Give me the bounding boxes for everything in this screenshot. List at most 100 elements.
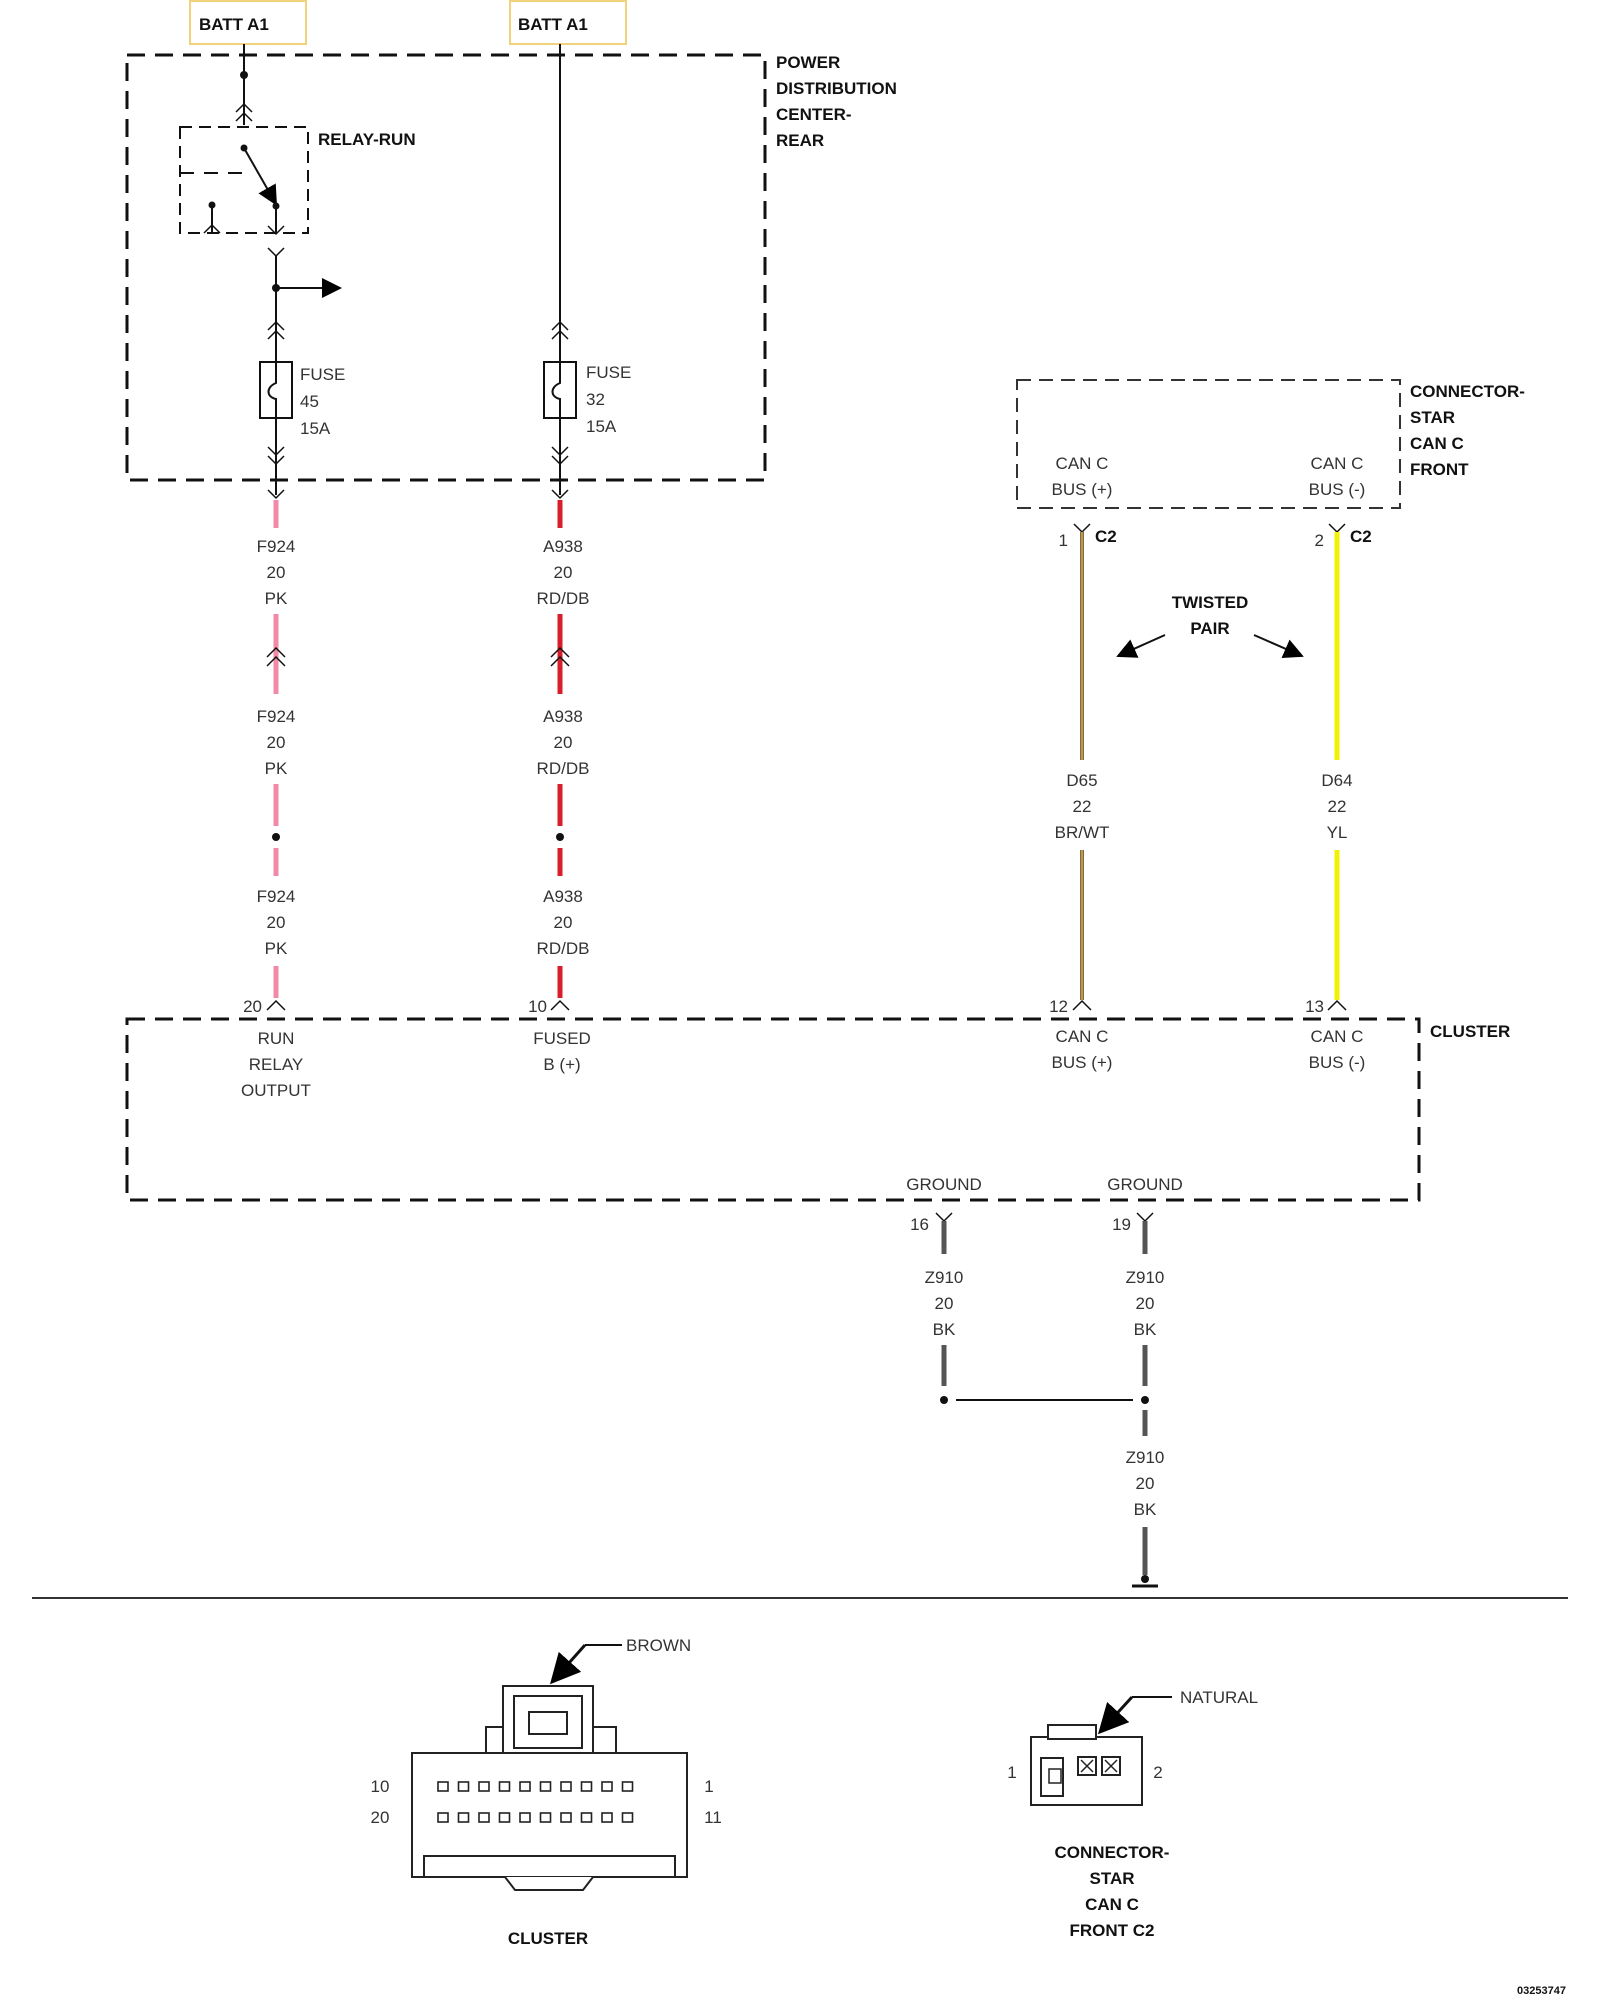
f924-circuit-2: F924 xyxy=(257,707,296,726)
star-conn-name-1: CONNECTOR- xyxy=(1055,1843,1170,1862)
a938-color-3: RD/DB xyxy=(537,939,590,958)
relay-in-chevron xyxy=(235,102,253,122)
z910-common-circuit: Z910 xyxy=(1126,1448,1165,1467)
star-pin2-label-2: BUS (-) xyxy=(1309,480,1366,499)
fuse32-element xyxy=(551,362,561,418)
cluster-p13-label-1: CAN C xyxy=(1311,1027,1364,1046)
cluster-cavity xyxy=(519,1781,531,1792)
a938-gauge-1: 20 xyxy=(554,563,573,582)
doc-number: 03253747 xyxy=(1517,1985,1566,1997)
star-conn-pin2: 2 xyxy=(1153,1763,1162,1782)
cluster-conn-latch-inner xyxy=(513,1695,583,1749)
star-pin1-conn: C2 xyxy=(1095,527,1117,546)
star-conn-cavity-2-x xyxy=(1104,1759,1118,1773)
z910-right-color: BK xyxy=(1134,1320,1157,1339)
cluster-cavity xyxy=(601,1781,613,1792)
z910-left-node xyxy=(940,1396,948,1404)
f924-circuit-1: F924 xyxy=(257,537,296,556)
f924-splice-node xyxy=(272,833,280,841)
cluster-conn-latch xyxy=(502,1685,594,1754)
twisted-arrow-left xyxy=(1116,634,1166,658)
cluster-cavity xyxy=(498,1781,511,1792)
pdc-label-3: CENTER- xyxy=(776,105,852,124)
a938-circuit-2: A938 xyxy=(543,707,583,726)
cluster-cavity xyxy=(539,1812,552,1823)
cluster-cavity xyxy=(580,1781,593,1792)
cluster-conn-pin20: 20 xyxy=(371,1808,390,1827)
cluster-cavity xyxy=(621,1781,634,1792)
cluster-cavity xyxy=(478,1812,490,1823)
cluster-conn-name: CLUSTER xyxy=(508,1929,588,1948)
a938-circuit-3: A938 xyxy=(543,887,583,906)
d64-gauge: 22 xyxy=(1328,797,1347,816)
fuse45-top-chevron xyxy=(267,320,285,340)
cluster-cavity xyxy=(601,1812,613,1823)
batt-left-label: BATT A1 xyxy=(199,15,269,34)
twisted-label-1: TWISTED xyxy=(1172,593,1249,612)
fuse32-exit-chevron xyxy=(551,489,569,500)
a938-mid-chevron xyxy=(550,646,570,667)
star-box xyxy=(1016,379,1401,509)
d65-color: BR/WT xyxy=(1055,823,1110,842)
a938-splice-node xyxy=(556,833,564,841)
relay-label: RELAY-RUN xyxy=(318,130,416,149)
f924-mid-chevron xyxy=(266,646,286,667)
fuse32-rating: 15A xyxy=(586,417,617,436)
cluster-p10-number: 10 xyxy=(528,997,547,1016)
cluster-cavity xyxy=(457,1781,470,1792)
f924-end-chevron xyxy=(266,999,286,1011)
a938-gauge-2: 20 xyxy=(554,733,573,752)
star-pin1-label-2: BUS (+) xyxy=(1052,480,1113,499)
cluster-cavity xyxy=(437,1781,449,1792)
z910-common-gauge: 20 xyxy=(1136,1474,1155,1493)
z910-left-color: BK xyxy=(933,1320,956,1339)
z910-right-gauge: 20 xyxy=(1136,1294,1155,1313)
star-conn-pin1: 1 xyxy=(1007,1763,1016,1782)
cluster-cavity xyxy=(519,1812,531,1823)
cluster-p10-label-1: FUSED xyxy=(533,1029,591,1048)
cluster-conn-latch-slot xyxy=(528,1711,568,1735)
cluster-cavity xyxy=(560,1812,572,1823)
cluster-cavity xyxy=(560,1781,572,1792)
cluster-p20-label-2: RELAY xyxy=(249,1055,304,1074)
cluster-conn-pin11: 11 xyxy=(704,1808,722,1827)
batt-left-box xyxy=(189,0,307,45)
twisted-arrow-right xyxy=(1253,634,1304,658)
cluster-p19-number: 19 xyxy=(1112,1215,1131,1234)
natural-label: NATURAL xyxy=(1180,1688,1258,1707)
relay-coil-node xyxy=(208,201,216,209)
star-label-3: CAN C xyxy=(1410,434,1464,453)
a938-color-2: RD/DB xyxy=(537,759,590,778)
p16-terminal xyxy=(935,1212,953,1223)
star-pin1-label-1: CAN C xyxy=(1056,454,1109,473)
cluster-p12-label-2: BUS (+) xyxy=(1052,1053,1113,1072)
star-conn-name-3: CAN C xyxy=(1085,1895,1139,1914)
brown-leader-arrow xyxy=(550,1644,587,1685)
fuse32-bottom-chevron xyxy=(551,446,569,466)
twisted-label-2: PAIR xyxy=(1190,619,1229,638)
star-pin2-terminal xyxy=(1328,523,1346,534)
cluster-cavity xyxy=(478,1781,490,1792)
d64-end-chevron xyxy=(1327,999,1347,1011)
cluster-connector-view: BROWN 10 1 20 11 CLUSTER xyxy=(371,1636,722,1948)
f924-color-1: PK xyxy=(265,589,288,608)
cluster-cavity xyxy=(580,1812,593,1823)
d65-circuit: D65 xyxy=(1066,771,1097,790)
f924-circuit-3: F924 xyxy=(257,887,296,906)
f924-gauge-2: 20 xyxy=(267,733,286,752)
natural-leader-arrow xyxy=(1097,1695,1134,1735)
f924-gauge-1: 20 xyxy=(267,563,286,582)
z910-left-circuit: Z910 xyxy=(925,1268,964,1287)
star-conn-cavity-1-x xyxy=(1080,1759,1094,1773)
relay-to-splice-chevron xyxy=(267,247,285,258)
cluster-conn-key xyxy=(504,1876,594,1891)
cluster-conn-cavities xyxy=(437,1781,634,1823)
f924-color-3: PK xyxy=(265,939,288,958)
brown-label: BROWN xyxy=(626,1636,691,1655)
d64-color: YL xyxy=(1327,823,1348,842)
relay-box xyxy=(179,126,309,234)
a938-circuit-1: A938 xyxy=(543,537,583,556)
fuse45-element xyxy=(267,362,277,418)
star-label-1: CONNECTOR- xyxy=(1410,382,1525,401)
